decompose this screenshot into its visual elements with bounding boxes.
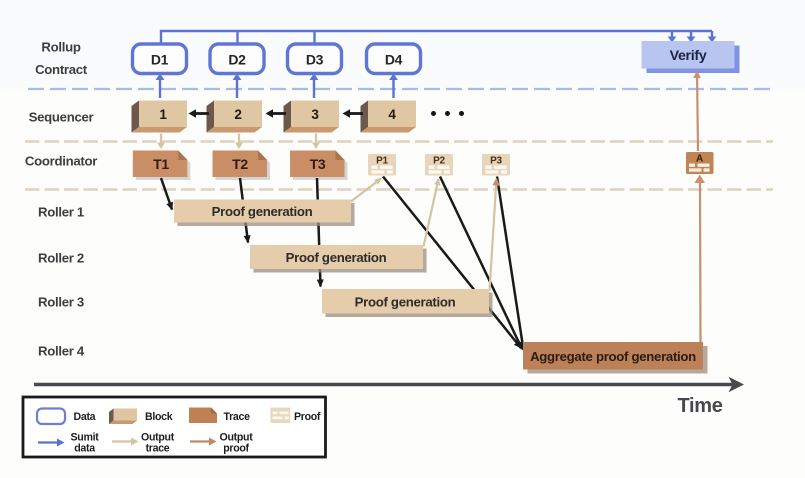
svg-text:Sequencer: Sequencer — [29, 110, 94, 125]
svg-text:1: 1 — [159, 107, 167, 122]
svg-text:Output: Output — [220, 432, 254, 444]
svg-text:Rollup: Rollup — [41, 40, 80, 55]
svg-text:Proof: Proof — [294, 411, 321, 423]
svg-text:T2: T2 — [232, 156, 248, 172]
svg-text:Proof generation: Proof generation — [286, 250, 387, 265]
svg-text:P1: P1 — [376, 156, 388, 167]
svg-text:Block: Block — [145, 411, 173, 423]
svg-text:Contract: Contract — [35, 62, 88, 77]
svg-text:D3: D3 — [306, 52, 324, 68]
svg-text:P2: P2 — [433, 156, 445, 167]
svg-text:Trace: Trace — [224, 411, 251, 423]
svg-text:Proof generation: Proof generation — [212, 204, 313, 219]
svg-text:D4: D4 — [385, 52, 403, 68]
svg-text:Output: Output — [141, 432, 175, 444]
svg-text:Roller 1: Roller 1 — [38, 205, 84, 220]
svg-text:trace: trace — [146, 443, 170, 455]
svg-text:P3: P3 — [490, 156, 502, 167]
svg-text:D1: D1 — [151, 52, 169, 68]
svg-text:Time: Time — [677, 395, 722, 417]
svg-text:proof: proof — [223, 443, 249, 455]
svg-text:A: A — [696, 154, 703, 165]
svg-text:Proof generation: Proof generation — [355, 295, 456, 310]
svg-text:Verify: Verify — [670, 48, 707, 64]
svg-text:D2: D2 — [228, 52, 246, 68]
svg-text:T3: T3 — [310, 156, 326, 172]
svg-text:data: data — [74, 443, 95, 455]
svg-text:Data: Data — [74, 411, 96, 423]
svg-text:T1: T1 — [153, 156, 169, 172]
svg-text:3: 3 — [311, 107, 319, 122]
svg-text:Roller 2: Roller 2 — [38, 251, 84, 266]
svg-text:Roller 4: Roller 4 — [38, 344, 85, 359]
svg-text:4: 4 — [388, 107, 396, 122]
svg-text:Sumit: Sumit — [71, 432, 100, 444]
svg-text:Aggregate proof generation: Aggregate proof generation — [530, 349, 696, 364]
svg-text:2: 2 — [234, 107, 241, 122]
svg-text:Coordinator: Coordinator — [25, 154, 97, 169]
svg-text:Roller 3: Roller 3 — [38, 295, 84, 310]
